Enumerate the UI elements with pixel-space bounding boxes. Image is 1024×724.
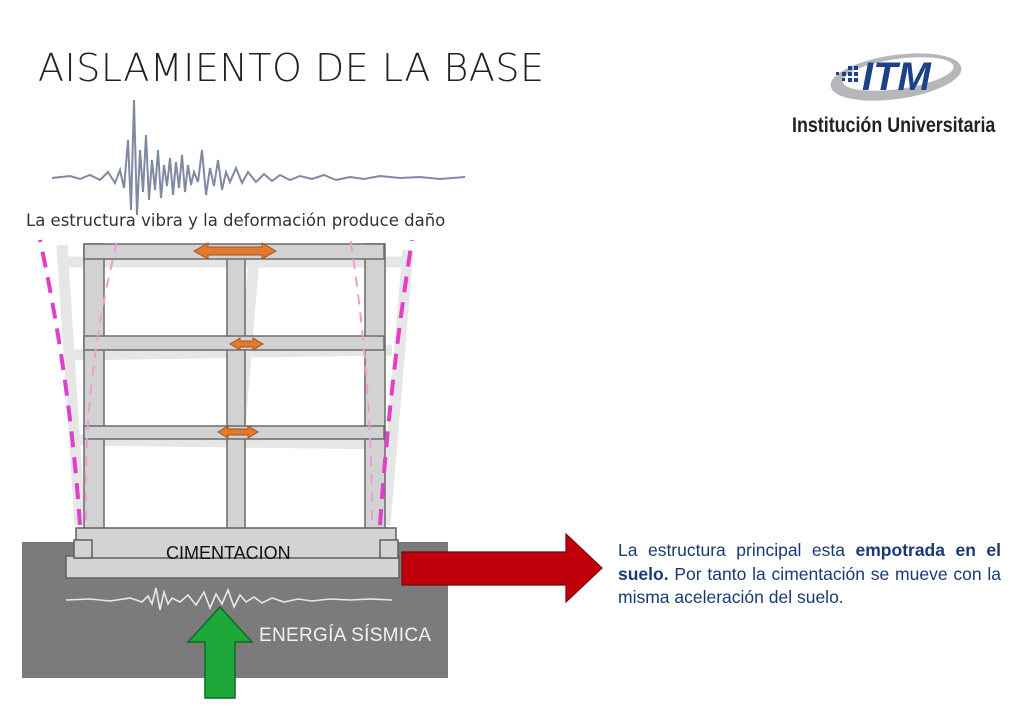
seismic-wave-top — [51, 99, 466, 216]
description-bold: empotrada en el suelo. — [618, 540, 1001, 584]
logo-subtitle: Institución Universitaria — [792, 114, 996, 137]
itm-logo-icon: ITM — [830, 53, 962, 101]
caption-structure-vibrates: La estructura vibra y la deformación pro… — [26, 211, 446, 230]
description-part1: La estructura principal esta — [618, 540, 856, 560]
description-text: La estructura principal esta empotrada e… — [618, 539, 1001, 610]
page-title: AISLAMIENTO DE LA BASE — [38, 46, 545, 90]
foundation-label: CIMENTACION — [166, 543, 291, 563]
seismic-energy-label: ENERGÍA SÍSMICA — [259, 625, 432, 646]
description-part2: Por tanto la cimentación se mueve con la… — [618, 563, 1001, 608]
building-frame — [83, 243, 386, 533]
orange-double-arrow — [192, 242, 278, 439]
foundation — [65, 527, 400, 579]
seismic-energy-arrow — [186, 605, 254, 699]
seismic-wave-ground — [65, 587, 393, 611]
force-arrow — [401, 532, 603, 604]
svg-text:ITM: ITM — [862, 55, 933, 99]
deformation-outline — [38, 239, 414, 526]
